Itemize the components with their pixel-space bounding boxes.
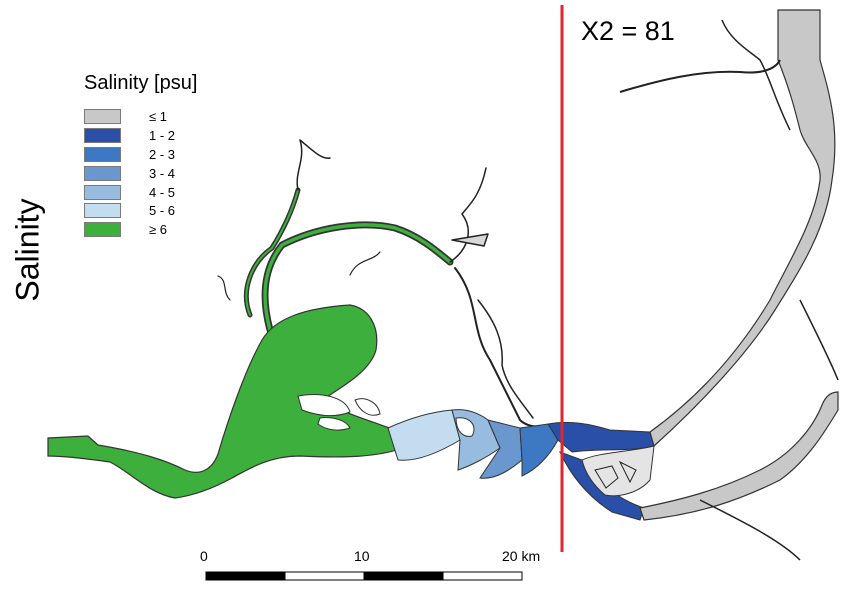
legend-swatch <box>84 165 121 181</box>
san-pablo-bay <box>47 304 409 499</box>
petaluma-river <box>245 189 299 316</box>
upper-slough <box>721 19 791 131</box>
x2-label: X2 = 81 <box>581 16 675 46</box>
salinity-axis-label: Salinity <box>8 185 48 315</box>
salinity-axis-text: Salinity <box>9 198 46 302</box>
napa-upstream <box>449 167 487 263</box>
scale-label-end: 20 km <box>502 548 541 564</box>
delta-marsh <box>581 445 655 497</box>
legend-label: 4 - 5 <box>149 184 176 200</box>
delta-slough-low <box>699 499 801 561</box>
legend-title: Salinity [psu] <box>84 72 198 94</box>
sloughs-2 <box>349 251 381 276</box>
delta-wetlands <box>594 460 637 489</box>
legend-swatch <box>84 184 121 200</box>
scale-seg-2 <box>284 571 365 581</box>
legend-label: 2 - 3 <box>149 146 176 162</box>
north-bay-channels <box>217 139 561 429</box>
scale-seg-1 <box>205 571 286 581</box>
suisun-island <box>455 417 475 437</box>
legend-label: 5 - 6 <box>149 203 176 219</box>
san-joaquin-river <box>639 391 839 521</box>
legend-item: ≥ 6 <box>84 220 254 239</box>
legend-swatch <box>84 146 121 162</box>
tidal-creek <box>454 267 561 429</box>
napa-inlet <box>451 233 489 247</box>
bay-island-1 <box>297 394 351 417</box>
legend-label: ≤ 1 <box>149 108 167 124</box>
bay-island-2 <box>317 417 351 431</box>
legend-label: 3 - 4 <box>149 165 176 181</box>
scale-label-mid: 10 <box>354 548 370 564</box>
legend-item: ≤ 1 <box>84 107 254 126</box>
sacramento-river <box>649 9 836 448</box>
sonoma-creek <box>296 139 331 191</box>
legend-item: 1 - 2 <box>84 126 254 145</box>
legend-swatch <box>84 127 121 143</box>
delta-slough-right <box>799 299 839 381</box>
legend-item: 3 - 4 <box>84 164 254 183</box>
sloughs-1 <box>217 275 231 301</box>
legend-label: ≥ 6 <box>149 222 167 238</box>
legend-swatch <box>84 222 121 238</box>
bay-island-3 <box>354 398 381 416</box>
legend: Salinity [psu] ≤ 1 1 - 2 2 - 3 3 - 4 4 -… <box>84 72 254 239</box>
tidal-creek-2 <box>477 299 534 419</box>
upper-channel <box>619 59 781 93</box>
petaluma-river-outline <box>244 187 301 318</box>
legend-swatch <box>84 203 121 219</box>
napa-river <box>263 223 452 332</box>
legend-label: 1 - 2 <box>149 127 176 143</box>
suisun-zone-5-6 <box>387 409 461 461</box>
legend-item: 5 - 6 <box>84 201 254 220</box>
scale-label-start: 0 <box>200 548 208 564</box>
delta-zone-1-2-north <box>547 421 655 453</box>
scale-seg-4 <box>442 571 523 581</box>
scale-bar <box>205 571 523 581</box>
legend-swatch <box>84 108 121 124</box>
scale-seg-3 <box>363 571 444 581</box>
legend-item: 4 - 5 <box>84 183 254 202</box>
legend-item: 2 - 3 <box>84 145 254 164</box>
